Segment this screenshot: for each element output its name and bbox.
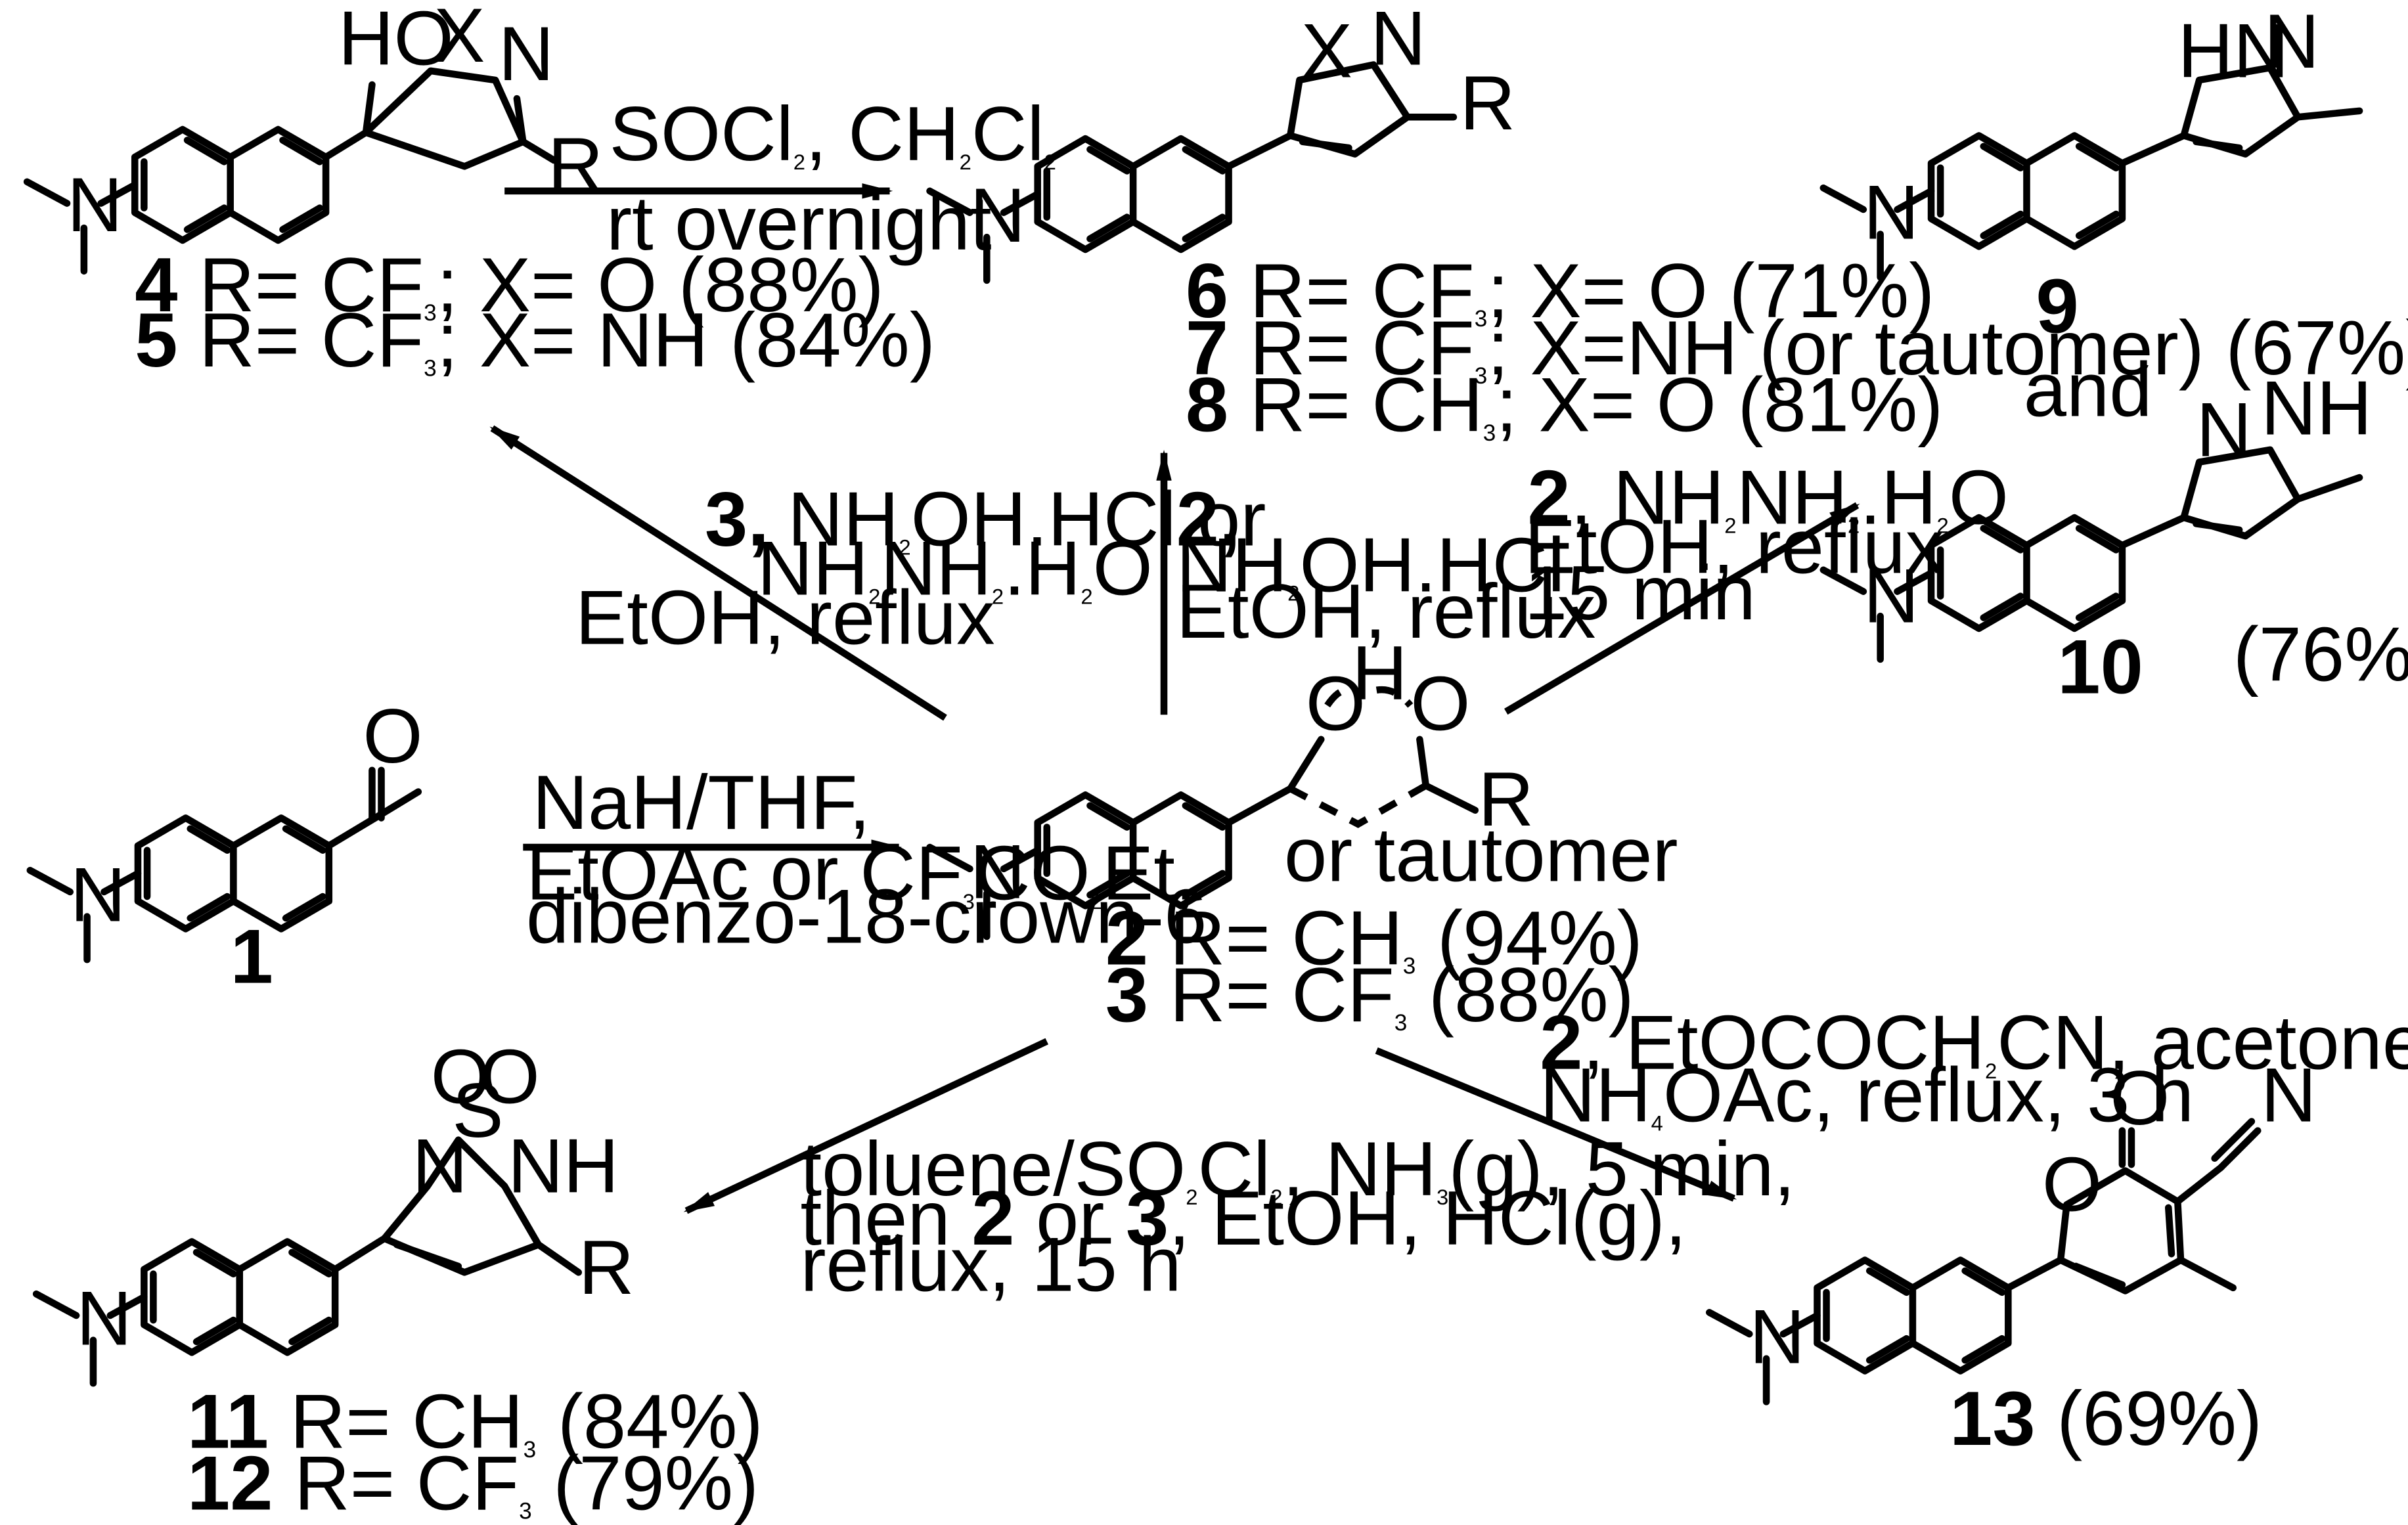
reaction-conditions: SOCl2, CH2Cl2 rt overnight 3,NH2OH.HCl o… [526,91,2408,1308]
atom-n: N [2264,0,2320,84]
label-11: 11 R= CH3 (84%) [187,1379,763,1465]
cond-to910-l3: 15 min [1525,550,1756,636]
cond-to23-l1: NaH/THF, [532,759,870,845]
arrow-2-to-1112 [683,1038,1049,1214]
label-2: 2 R= CH3 (94%) [1105,895,1643,981]
label-12: 12 R= CF3 (79%) [187,1440,759,1525]
atom-hn: HN [2177,7,2288,93]
atom-n: N [970,172,1025,258]
cond-to910-l1: 2, NH2NH2.H2O [1528,454,2009,540]
atom-n: N [970,828,1025,914]
atom-n: N [412,1122,468,1208]
atom-n: N [1863,553,1919,639]
label-3: 3 R= CF3 (88%) [1105,952,1634,1038]
atom-n: N [1863,169,1919,255]
atom-o: O [2042,1141,2102,1227]
atom-r: R [1460,60,1515,146]
reaction-arrows [489,183,1860,1214]
atom-o: O [431,1033,491,1119]
label-10: 10 [2057,623,2143,709]
compound-11-12-structure: N N S NH O O R [36,1033,634,1383]
atom-h: H [1352,630,1408,716]
label-1: 1 [231,913,273,999]
atom-n: N [67,162,123,248]
cond-to13-l2: NH4OAc, reflux, 3 h [1540,1051,2194,1138]
cond-to45-l3: EtOH, reflux [575,574,995,660]
label-6: 6 R= CF3; X= O (71%) [1186,248,1934,334]
atom-n: N [76,1275,132,1361]
label-9: 9 [2036,263,2079,349]
atom-n: N [1370,0,1426,81]
atom-o: O [363,693,422,779]
compound-13-structure: N O O N [1709,1051,2317,1402]
label-5: 5 R= CF3; X= NH (84%) [135,297,935,383]
compound-10-structure: N N NH [1823,365,2372,659]
atom-nh: NH [2261,365,2372,451]
atom-n: N [70,852,126,938]
cond-to910-l2: EtOH, reflux [1525,504,1944,590]
cond-to1112-l3: reflux, 15 h [800,1221,1181,1307]
atom-n: N [499,11,554,97]
atom-r: R [1478,756,1534,842]
atom-x: X [434,0,485,78]
label-4: 4 R= CF3; X= O (88%) [135,242,883,328]
hydroxyl-label: HO [338,0,454,81]
compound-6-8-structure: N X N R [930,0,1515,280]
cond-to678-l1: NH2OH.HCl [1176,522,1565,608]
label-8: 8 R= CH3; X= O (81%) [1186,362,1944,448]
atom-o: O [1306,661,1366,747]
cond-to23-l2: EtOAc or CF3CO2Et, [526,830,1196,916]
cond-to23-l3: dibenzo-18-crown-6 [526,873,1207,959]
compound-1-structure: N O [30,693,423,960]
cond-to45-l2: NH2NH2.H2O [757,525,1153,611]
cond-socl2: SOCl2, CH2Cl2 [610,91,1056,177]
label-7: 7 R= CF3; X=NH (or tautomer) (67%) [1186,305,2408,391]
compound-labels: 4 R= CF3; X= O (88%) 5 R= CF3; X= NH (84… [135,242,2408,1525]
atom-x: X [1301,7,1352,93]
atom-n: N [1749,1294,1805,1380]
cond-to1112-l2: then 2 or 3, EtOH, HCl(g), [800,1175,1686,1261]
cond-to678-num: 2, [1176,475,1241,562]
label-or-tautomer: or tautomer [1284,812,1678,898]
compound-2-3-structure: N O H O R [930,630,1534,937]
atom-n: N [2196,386,2252,472]
compound-9-structure: N HN N [1823,0,2363,277]
cond-to45-l1: 3,NH2OH.HCl or [705,475,1266,562]
atom-r: R [579,1224,635,1310]
compound-4-5-structure: N HO X N R [27,0,604,271]
atom-o: O [1410,661,1470,747]
cond-rt: rt overnight [606,180,992,266]
atom-o: O [2110,1055,2170,1141]
label-and: and [2024,346,2152,432]
cond-to13-l1: 2, EtOCOCH2CN, acetone, [1540,1000,2408,1086]
arrow-2-to-13 [1375,1047,1737,1202]
atom-nh: NH [508,1122,619,1208]
atom-s: S [452,1067,503,1153]
atom-r: R [548,122,604,208]
label-yield-10: (76%) [2233,611,2408,697]
label-13: 13 (69%) [1950,1375,2262,1461]
atom-n: N [2261,1051,2317,1138]
cond-to1112-l1: toluene/SO2Cl2, NH3(g), 5 min, [800,1126,1795,1212]
cond-to678-l2: EtOH, reflux [1176,568,1596,654]
arrow-2-to-910 [1504,502,1860,715]
arrow-2-to-45 [489,425,947,721]
atom-o: O [480,1033,540,1119]
